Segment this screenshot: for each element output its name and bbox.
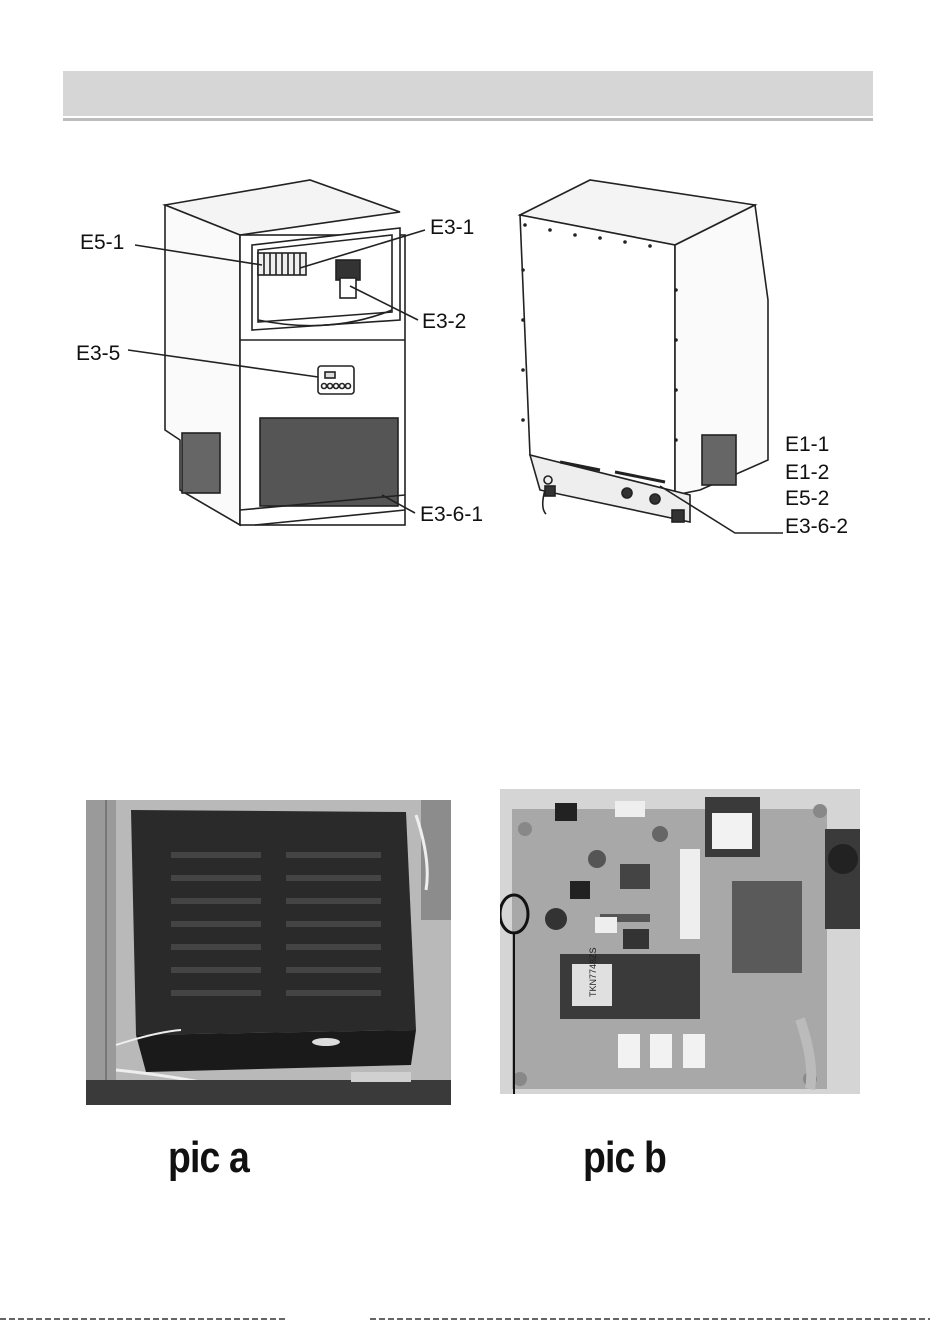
pic-a-image: [86, 800, 451, 1105]
callout-e5-1: E5-1: [80, 232, 124, 253]
callout-e3-6-2: E3-6-2: [785, 516, 848, 537]
board-marking: TKN7748ZS: [588, 947, 598, 997]
callout-e5-2: E5-2: [785, 488, 829, 509]
callout-e1-1: E1-1: [785, 434, 829, 455]
callout-e3-2: E3-2: [422, 311, 466, 332]
photo-pic-a: [86, 800, 451, 1105]
caption-pic-a: pic a: [168, 1133, 249, 1183]
footer-rule-left: [0, 1318, 285, 1320]
pic-b-image: TKN7748ZS: [500, 789, 860, 1094]
callout-e3-6-1: E3-6-1: [420, 504, 483, 525]
callout-e3-1: E3-1: [430, 217, 474, 238]
callout-e3-5: E3-5: [76, 343, 120, 364]
photo-pic-b: TKN7748ZS: [500, 789, 860, 1094]
section-header-bar: [63, 71, 873, 116]
callout-e1-2: E1-2: [785, 462, 829, 483]
caption-pic-b: pic b: [583, 1133, 666, 1183]
header-rule: [63, 118, 873, 121]
ice-maker-diagram: E5-1 E3-1 E3-2 E3-5 E3-6-1 E1-1 E1-2 E5-…: [0, 150, 933, 570]
footer-rule-right: [370, 1318, 930, 1320]
